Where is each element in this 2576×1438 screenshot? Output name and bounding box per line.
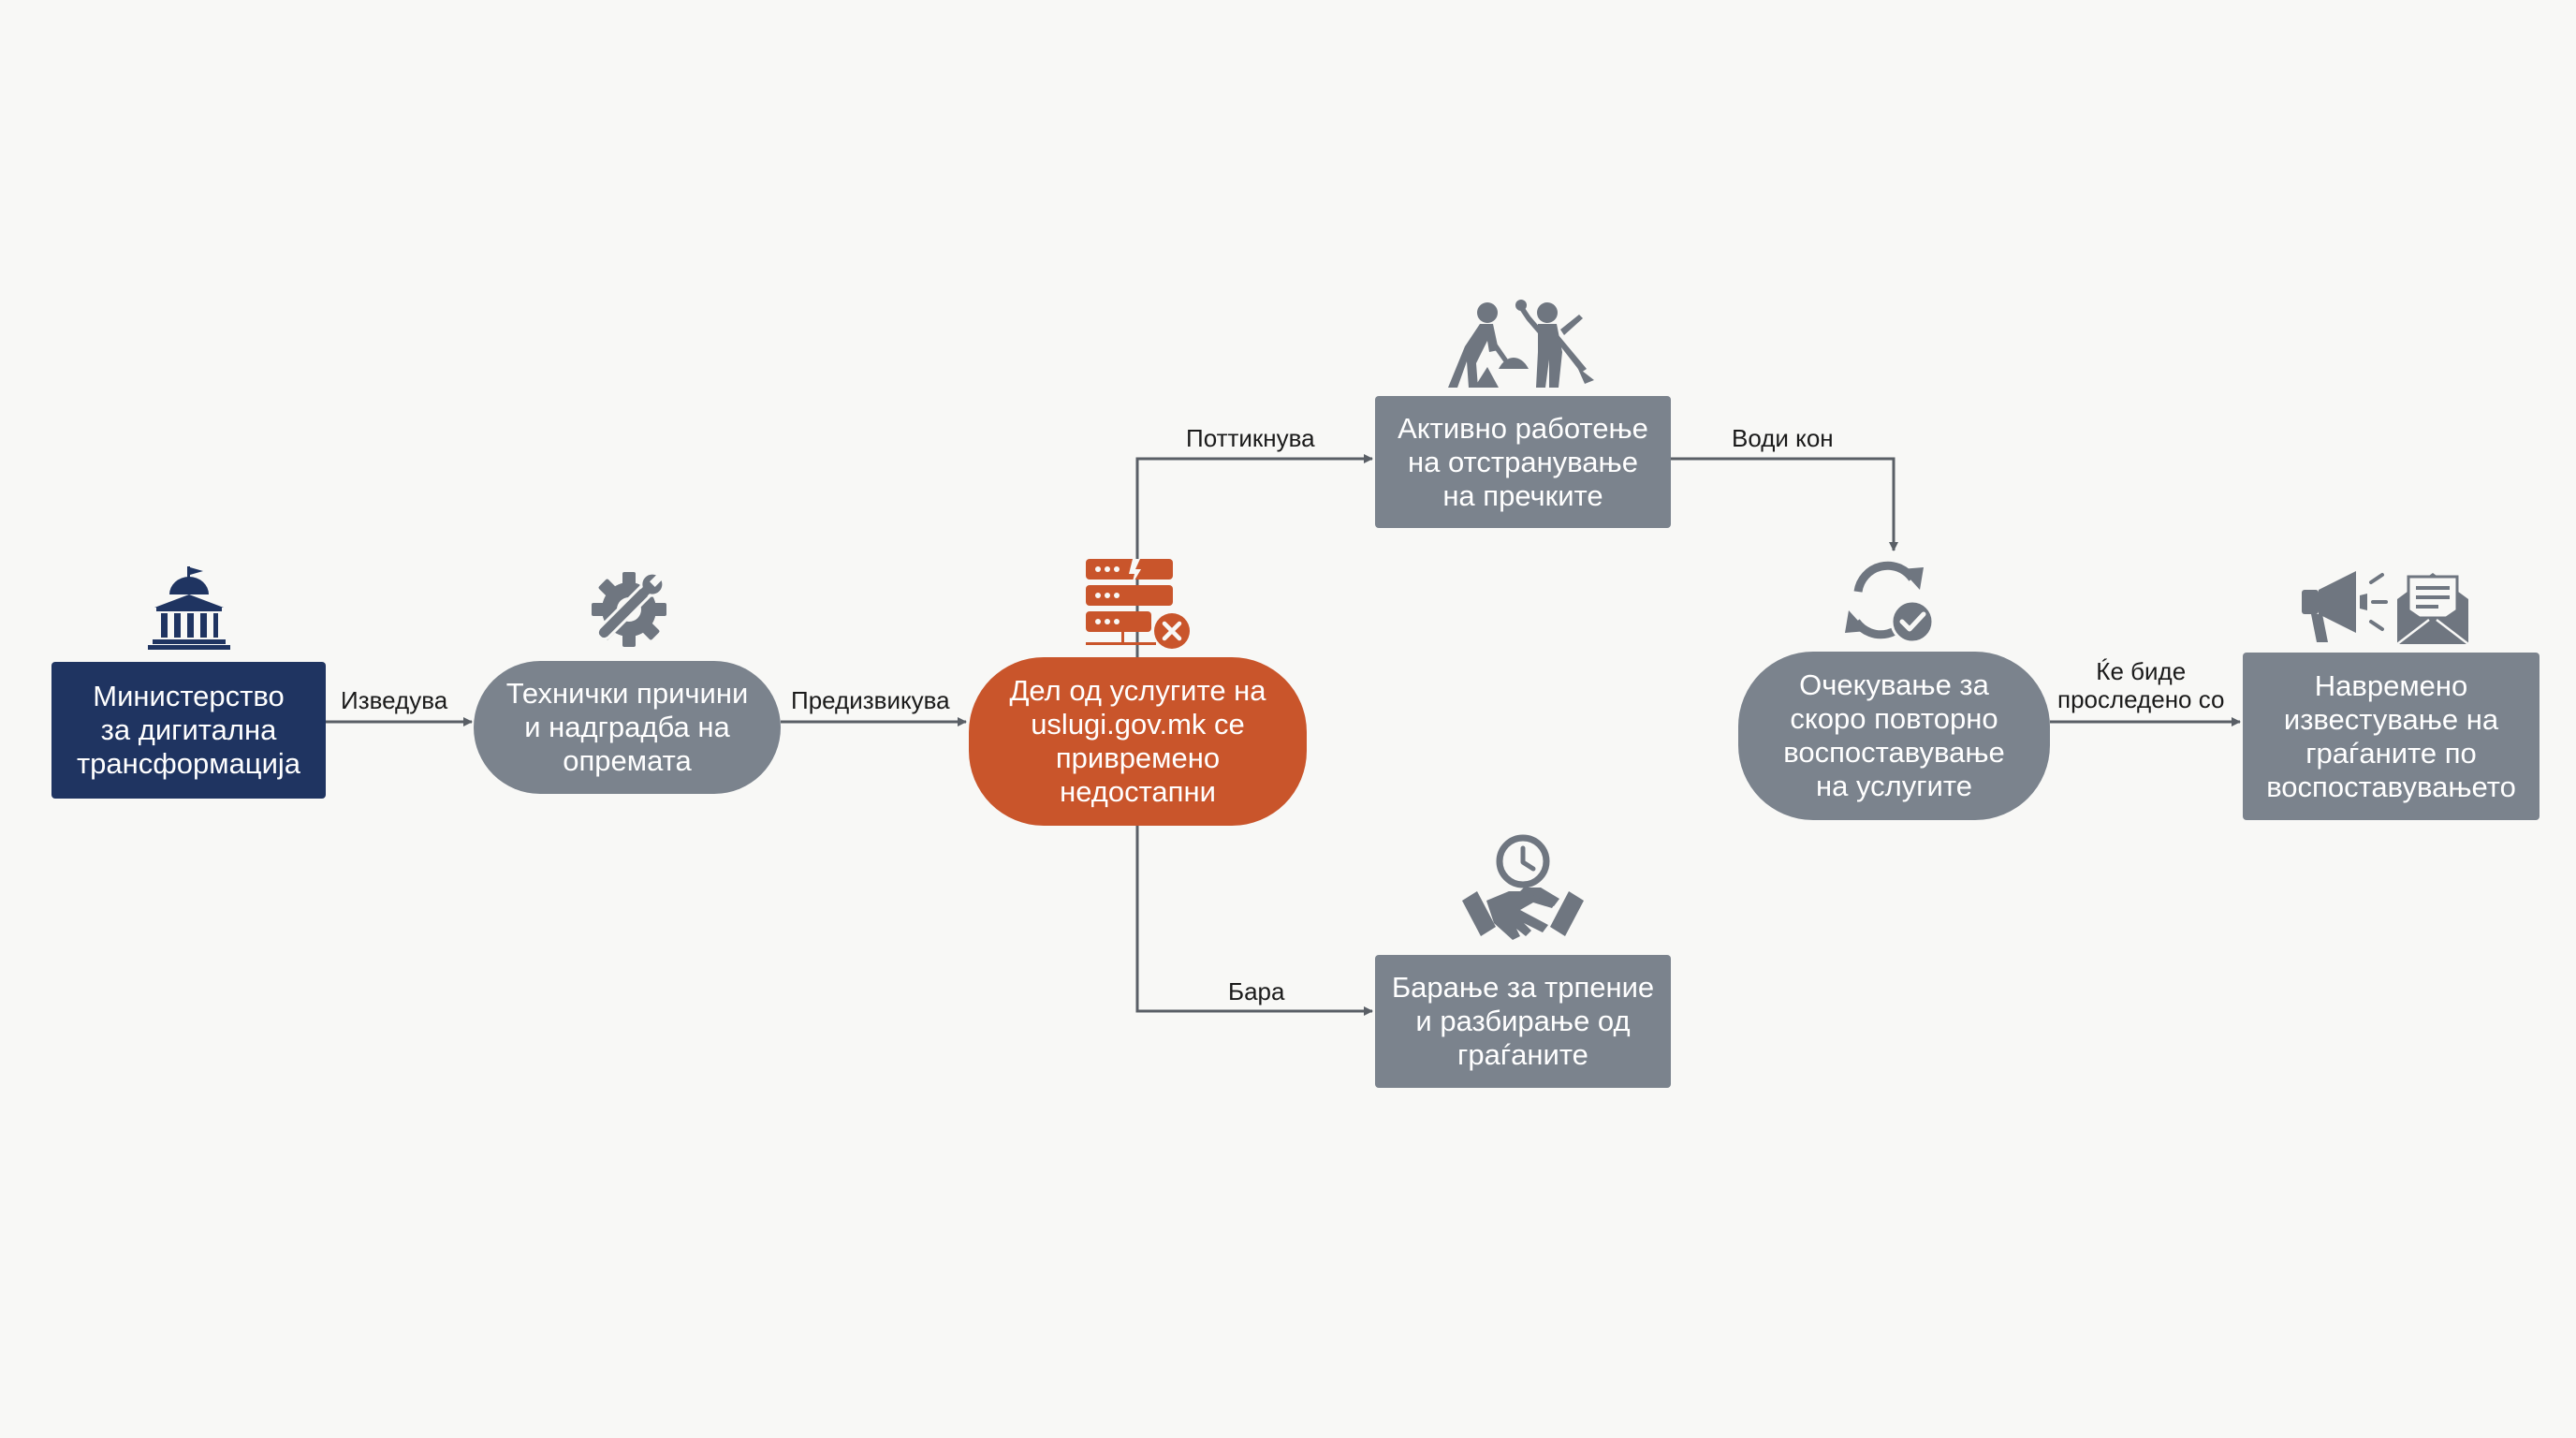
node-unavailable: Дел од услугите на uslugi.gov.mk се прив… bbox=[969, 657, 1307, 826]
label-followed-by: Ќе биде проследено со bbox=[2057, 657, 2225, 713]
edge-leads-to-line bbox=[1671, 457, 1898, 551]
label-performs: Изведува bbox=[341, 686, 448, 714]
wrench-gear-icon bbox=[592, 571, 666, 647]
node-technical: Технички причини и надградба на опремата bbox=[474, 661, 781, 794]
node-active-work: Активно работење на отстранување на преч… bbox=[1375, 396, 1671, 528]
government-building-icon bbox=[148, 566, 230, 650]
label-causes: Предизвикува bbox=[791, 686, 950, 714]
edge-requires-line bbox=[1135, 826, 1373, 1016]
node-expectation: Очекување за скоро повторно воспоставува… bbox=[1738, 652, 2050, 820]
label-leads-to: Води кон bbox=[1732, 424, 1834, 452]
label-prompts: Поттикнува bbox=[1186, 424, 1315, 452]
server-error-icon bbox=[1086, 559, 1190, 649]
node-ministry: Министерство за дигитална трансформација bbox=[51, 662, 326, 799]
node-notify: Навремено известување на граѓаните по во… bbox=[2243, 653, 2539, 820]
refresh-check-icon bbox=[1845, 561, 1935, 644]
handshake-clock-icon bbox=[1462, 834, 1584, 940]
megaphone-envelope-icon bbox=[2302, 571, 2469, 645]
label-requires: Бара bbox=[1228, 977, 1285, 1005]
workers-icon bbox=[1448, 300, 1594, 388]
node-patience: Барање за трпение и разбирање од граѓани… bbox=[1375, 955, 1671, 1088]
